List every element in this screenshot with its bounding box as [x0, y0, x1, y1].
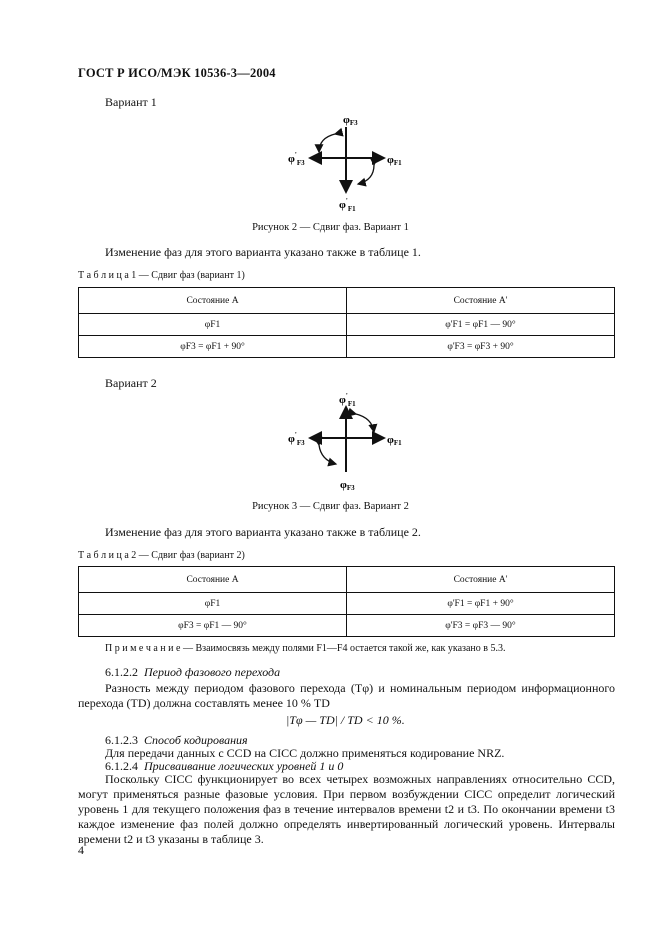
table-cell: φ'F1 = φF1 + 90° [346, 592, 615, 615]
table-cell: φF3 = φF1 + 90° [78, 335, 347, 358]
figure3-caption: Рисунок 3 — Сдвиг фаз. Вариант 2 [252, 501, 409, 512]
variant1-text: Изменение фаз для этого варианта указано… [105, 245, 421, 259]
table-cell: φF1 [78, 313, 347, 336]
table-cell: φF3 = φF1 — 90° [78, 614, 347, 637]
table1-title: Т а б л и ц а 1 — Сдвиг фаз (вариант 1) [78, 270, 245, 281]
variant1-label: Вариант 1 [105, 95, 157, 109]
label-left: φ'F3 [288, 151, 305, 167]
variant2-label: Вариант 2 [105, 376, 157, 390]
section-6124-heading: 6.1.2.4 Присваивание логических уровней … [105, 759, 344, 773]
table2-header-a-prime: Состояние А' [346, 566, 615, 593]
table2-header-a: Состояние А [78, 566, 347, 593]
rotation-arc-lower-right [356, 157, 379, 187]
table-cell: φ'F1 = φF1 — 90° [346, 313, 615, 336]
figure2-phase-diagram: φF3 φ'F3 φF1 φ'F1 [288, 114, 402, 213]
rotation-arc-upper-right [347, 407, 378, 434]
variant2-text: Изменение фаз для этого варианта указано… [105, 525, 421, 539]
section-6122-heading: 6.1.2.2 Период фазового перехода [105, 665, 281, 679]
label-top: φ'F1 [339, 392, 356, 408]
figure2-caption: Рисунок 2 — Сдвиг фаз. Вариант 1 [252, 222, 409, 233]
label-top: φF3 [343, 114, 358, 127]
table1-header-a-prime: Состояние А' [346, 287, 615, 314]
section-6122-formula: |Tφ — TD| / TD < 10 %. [286, 713, 405, 727]
figure3-phase-diagram: φ'F1 φ'F3 φF1 φF3 [288, 392, 402, 492]
table1-header-a: Состояние А [78, 287, 347, 314]
label-right: φF1 [387, 434, 402, 447]
label-right: φF1 [387, 154, 402, 167]
table2-title: Т а б л и ц а 2 — Сдвиг фаз (вариант 2) [78, 550, 245, 561]
table-cell: φ'F3 = φF3 — 90° [346, 614, 615, 637]
rotation-arc-lower-left [313, 436, 338, 467]
label-left: φ'F3 [288, 431, 305, 447]
label-bottom: φ'F1 [339, 197, 356, 213]
section-6122-text: Разность между периодом фазового переход… [78, 681, 615, 710]
section-6123-heading: 6.1.2.3 Способ кодирования [105, 733, 248, 747]
page-header: ГОСТ Р ИСО/МЭК 10536-3—2004 [78, 66, 276, 80]
note: П р и м е ч а н и е — Взаимосвязь между … [105, 643, 506, 654]
table-cell: φF1 [78, 592, 347, 615]
section-6123-text: Для передачи данных с CCD на CICC должно… [105, 746, 505, 760]
page-number: 4 [78, 843, 84, 857]
label-bottom: φF3 [340, 479, 355, 492]
rotation-arc-upper-left [314, 127, 344, 154]
table-cell: φ'F3 = φF3 + 90° [346, 335, 615, 358]
section-6124-text: Поскольку CICC функционирует во всех чет… [78, 772, 615, 846]
